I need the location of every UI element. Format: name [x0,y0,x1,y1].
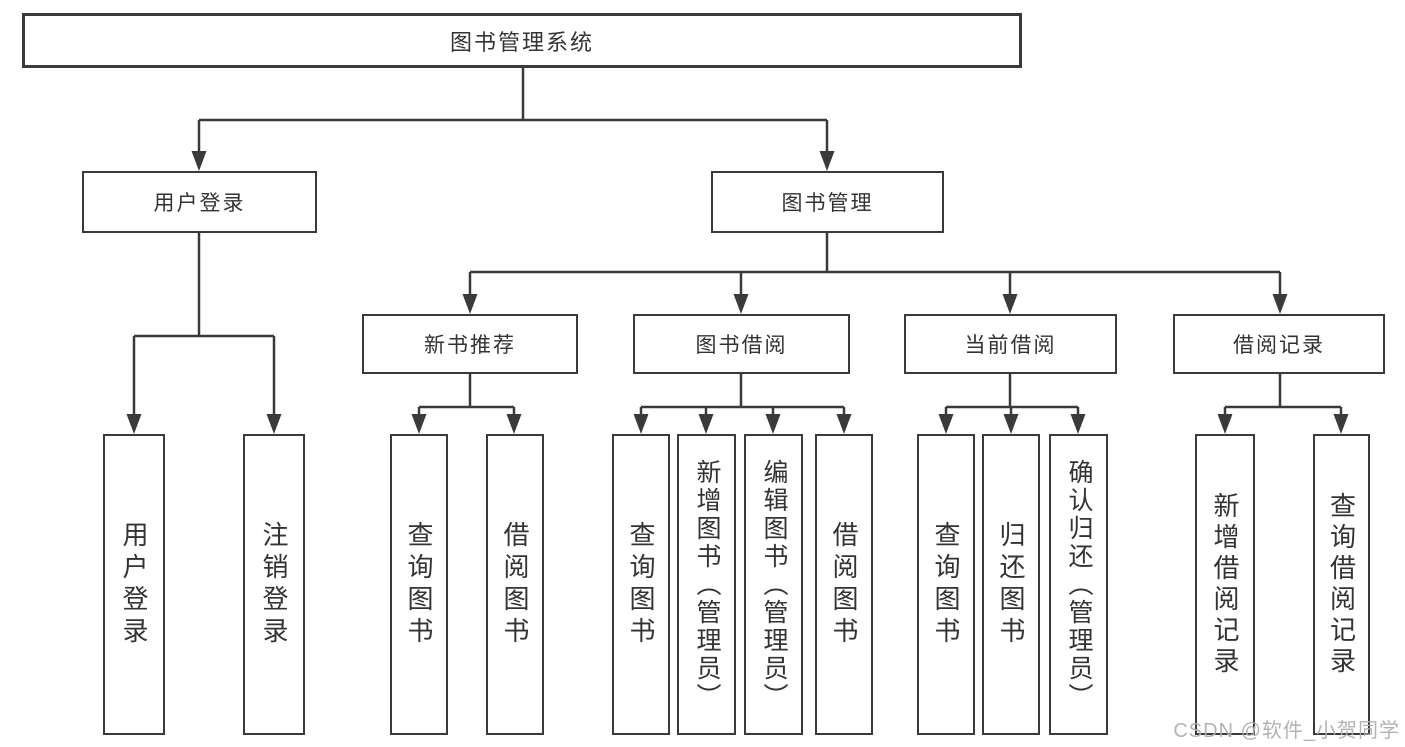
node-leaf-query-borrow-record: 查询借阅记录 [1313,434,1370,735]
node-user-login: 用户登录 [82,171,317,233]
csdn-watermark: CSDN @软件_小贺同学 [1173,720,1400,742]
connector-user-login-children [132,233,276,416]
connector-root-to-level2 [197,68,829,153]
node-label: 确认归还（管理员） [1065,458,1093,711]
node-label: 当前借阅 [964,334,1057,357]
node-label: 新增图书（管理员） [693,458,721,711]
node-label: 借阅记录 [1233,334,1325,357]
node-label: 注销登录 [259,520,289,649]
connector-book-mgmt-children [468,233,1282,296]
node-leaf-query-books-recommend: 查询图书 [390,434,448,735]
node-label: 新书推荐 [424,334,516,357]
node-leaf-logout: 注销登录 [243,434,305,735]
node-leaf-confirm-return-admin: 确认归还（管理员） [1049,434,1108,735]
node-leaf-add-book-admin: 新增图书（管理员） [677,434,736,735]
connector-borrow-record-children [1223,374,1343,416]
node-leaf-edit-book-admin: 编辑图书（管理员） [744,434,803,735]
node-leaf-query-books-borrow: 查询图书 [612,434,670,735]
node-book-management: 图书管理 [711,171,944,233]
node-leaf-borrow-books: 借阅图书 [815,434,873,735]
node-leaf-query-books-current: 查询图书 [917,434,975,735]
node-label: 查询图书 [626,520,656,649]
node-leaf-add-borrow-record: 新增借阅记录 [1195,434,1255,735]
node-label: 图书借阅 [695,334,788,357]
node-label: 借阅图书 [829,520,859,649]
node-leaf-borrow-books-recommend: 借阅图书 [486,434,544,735]
node-label: 查询图书 [931,520,961,649]
node-new-book-recommend: 新书推荐 [362,314,578,374]
node-library-management-system: 图书管理系统 [22,13,1022,68]
connector-new-book-children [417,374,516,416]
node-label: 查询借阅记录 [1326,491,1357,678]
node-label: 编辑图书（管理员） [760,458,788,711]
node-borrow-records: 借阅记录 [1173,314,1385,374]
node-label: 用户登录 [119,520,149,649]
node-label: 查询图书 [404,520,434,649]
node-leaf-user-login: 用户登录 [103,434,165,735]
node-label: 归还图书 [996,520,1026,649]
node-label: 新增借阅记录 [1210,491,1240,678]
node-label: 用户登录 [153,192,246,215]
node-leaf-return-book: 归还图书 [982,434,1040,735]
connector-book-borrow-children [639,374,846,416]
node-label: 借阅图书 [500,520,530,649]
node-label: 图书管理系统 [449,29,594,55]
node-current-borrowing: 当前借阅 [904,314,1117,374]
node-book-borrowing: 图书借阅 [633,314,850,374]
node-label: 图书管理 [781,192,874,215]
connector-current-borrow-children [944,374,1080,416]
